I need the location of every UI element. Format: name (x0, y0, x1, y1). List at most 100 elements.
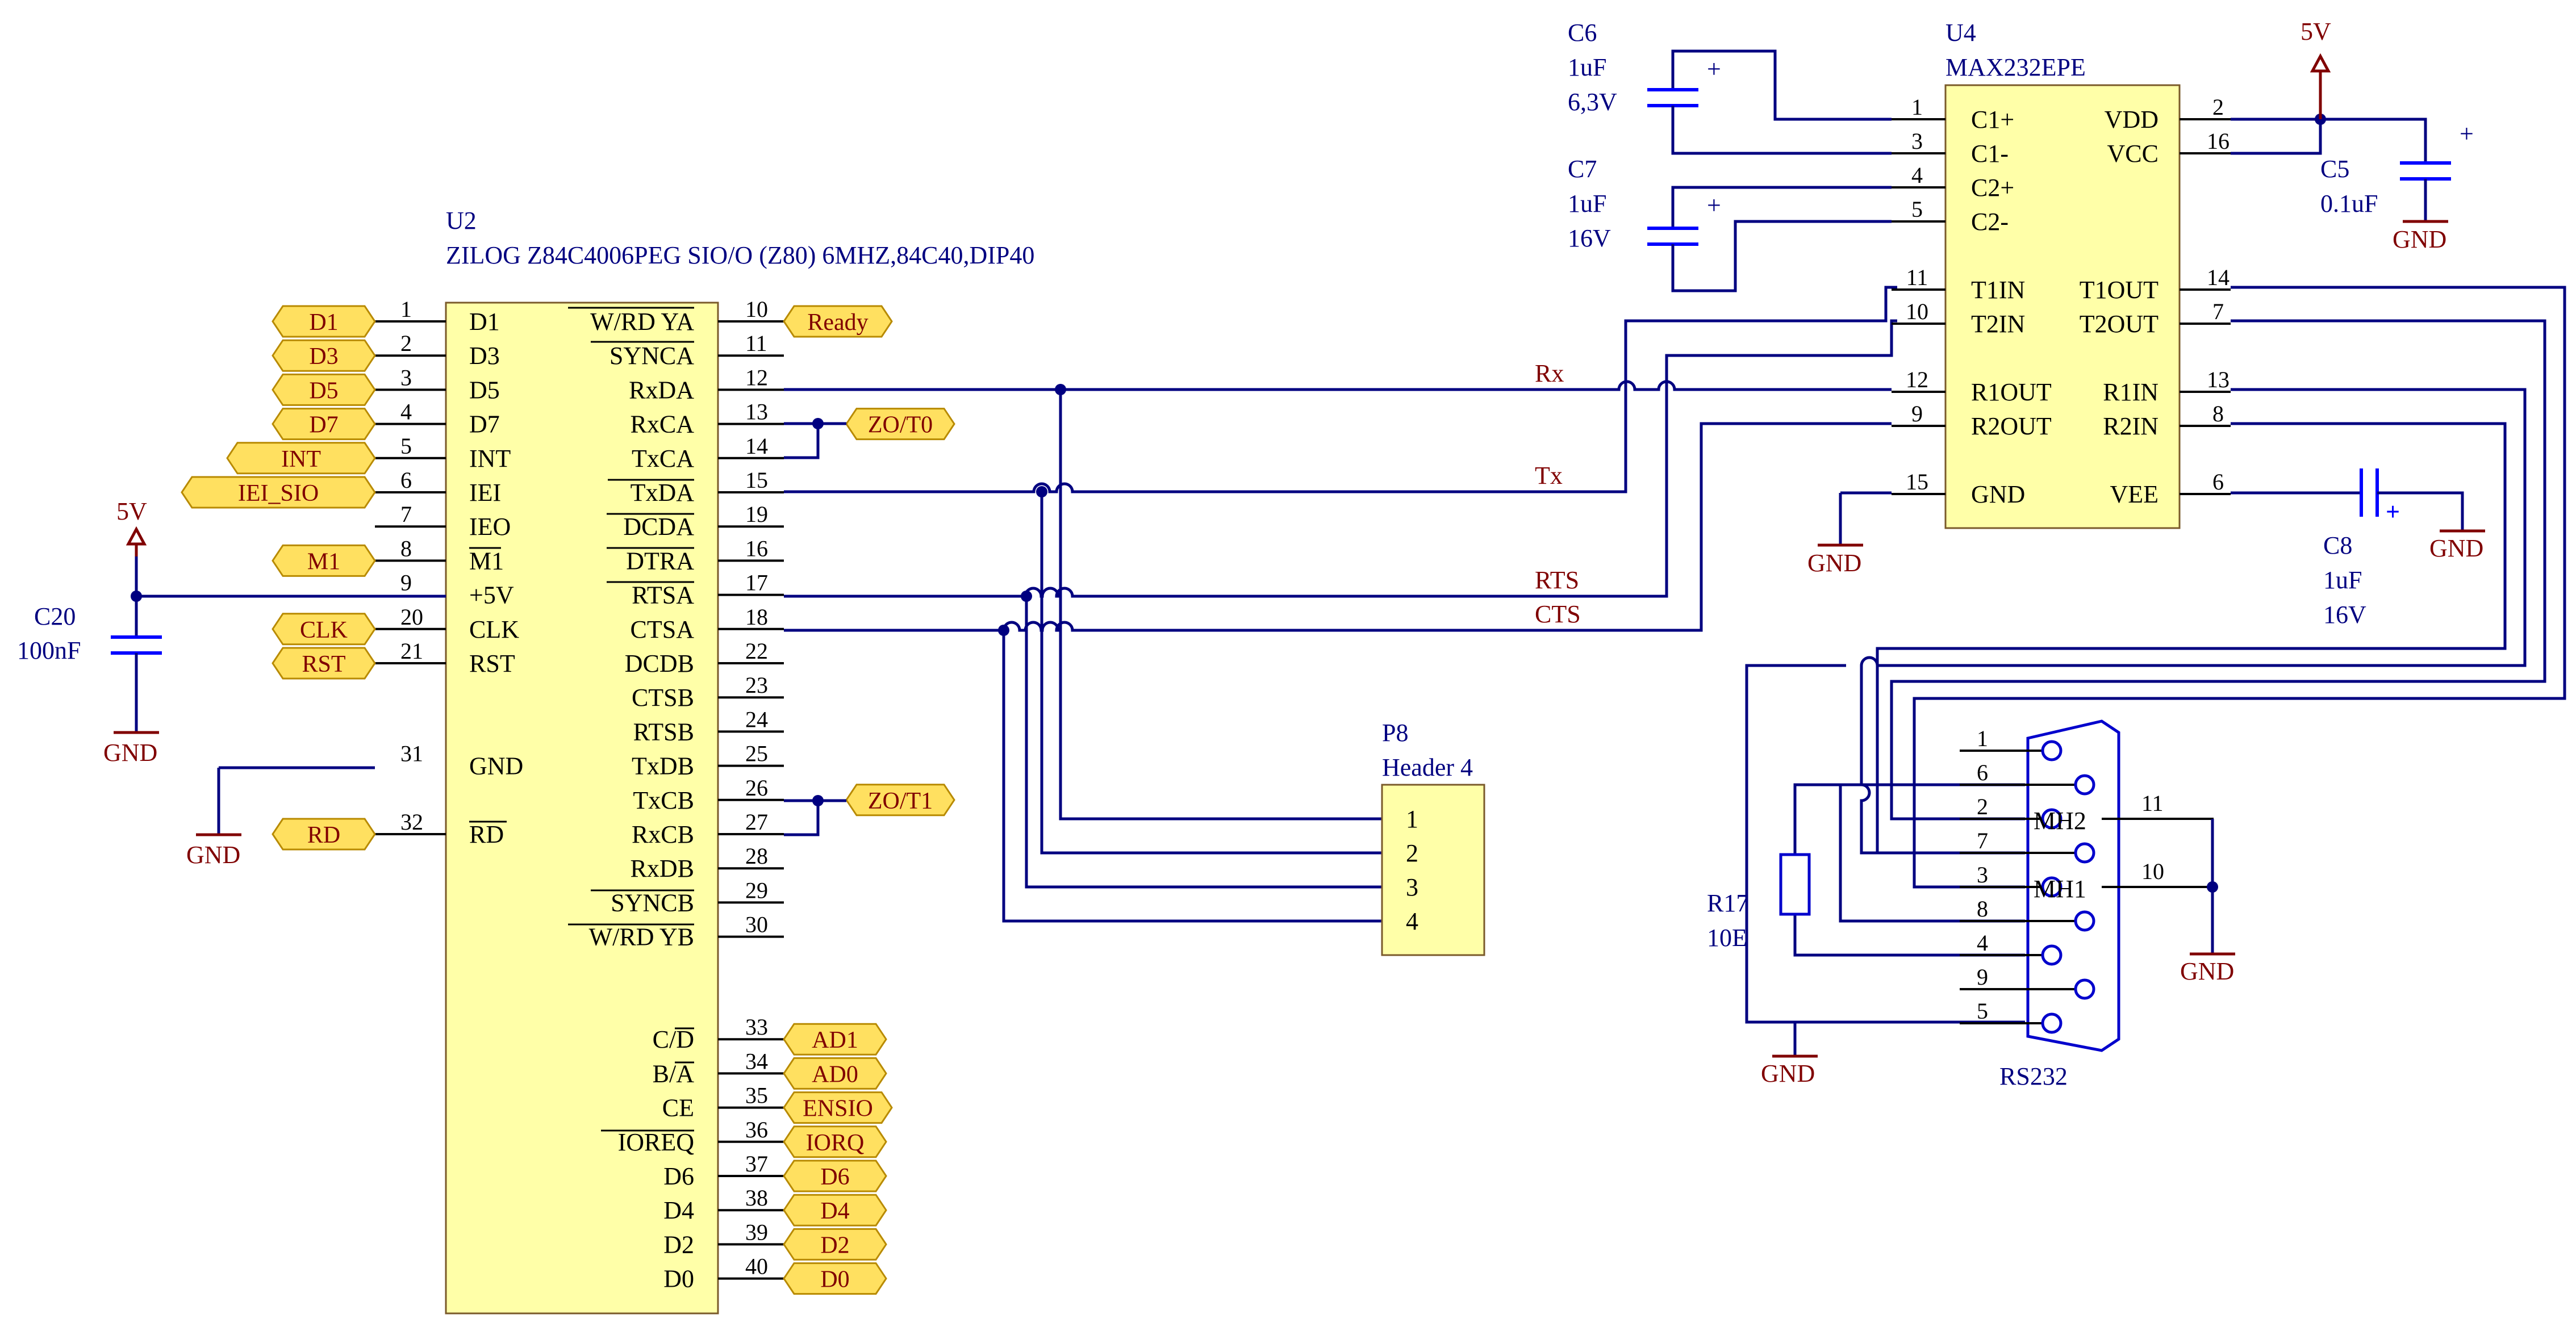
u2-pin-num: 39 (745, 1219, 768, 1245)
u2-pin-name: DCDB (625, 650, 694, 677)
port-d4: D4 (783, 1194, 887, 1227)
c7-rating: 16V (1568, 224, 1611, 252)
db9-pin-9: 9 (1960, 964, 2095, 1000)
p8-pin-1: 1 (1406, 805, 1418, 833)
u2-pin-num: 26 (745, 775, 768, 801)
u2-pin-num: 27 (745, 809, 768, 835)
u2-pin-num: 15 (745, 467, 768, 493)
c5-capacitor: + C5 0.1uF GND (2231, 114, 2474, 253)
u4-pin-name: R1IN (2103, 378, 2159, 406)
u2-pin-num: 10 (745, 296, 768, 322)
db9-pin-num: 3 (1977, 862, 1988, 888)
u2-pin-num: 32 (400, 809, 423, 835)
u2-pin-9: 9+5V (400, 570, 514, 609)
u2-pin-name: TxDA (631, 479, 695, 507)
u2-pin-name: M1 (469, 547, 504, 575)
mh1-num: 10 (2141, 859, 2164, 884)
port-rd: RD (272, 818, 376, 851)
serial-nets: Rx Tx RTS CTS (784, 286, 1897, 923)
u2-pin-name: D1 (469, 308, 500, 336)
r17-value: 10E (1707, 924, 1747, 952)
port-ensio: ENSIO (783, 1091, 893, 1124)
port-zo-t1: ZO/T1 (845, 784, 955, 817)
p8-pin-2: 2 (1406, 839, 1418, 867)
gnd-label-u4: GND (1807, 549, 1861, 577)
port-ad0: AD0 (783, 1057, 887, 1090)
net-tx: Tx (1535, 462, 1563, 489)
db9-pin-1: 1 (1960, 726, 2063, 761)
u2-pin-num: 6 (400, 467, 412, 493)
u4-pin-name: VDD (2105, 106, 2159, 133)
db9-pin-7: 7 (1960, 828, 2095, 864)
u2-pin-name: TxCA (632, 445, 694, 472)
gnd-label-c5: GND (2393, 225, 2446, 253)
port-d7-label: D7 (309, 412, 338, 438)
u4-pin-num: 12 (1906, 367, 1928, 392)
c8-capacitor: + GND C8 1uF 16V (2231, 468, 2485, 629)
port-clk: CLK (272, 613, 376, 646)
u2-ref: U2 (446, 207, 477, 235)
p8-header: P8 Header 4 1 2 3 4 (1381, 719, 1485, 956)
u2-pin-num: 2 (400, 330, 412, 356)
port-rst-label: RST (302, 651, 345, 677)
u2-pin-name: RxCA (631, 411, 695, 438)
p8-pin-3: 3 (1406, 873, 1418, 901)
u4-pin-name: R2IN (2103, 412, 2159, 440)
port-d0: D0 (783, 1262, 887, 1295)
u4-pin-num: 2 (2212, 94, 2224, 120)
u2-pin-num: 4 (400, 399, 412, 425)
c6-value: 1uF (1568, 53, 1606, 81)
u4-pin-2: 2 VDD (2105, 94, 2231, 133)
db9-pin-4: 4 (1960, 930, 2063, 966)
c8-value: 1uF (2323, 566, 2362, 594)
port-iei-sio: IEI_SIO (181, 476, 376, 509)
u2-pin-22: 22 DCDB (625, 638, 784, 677)
u2-pin-num: 7 (400, 501, 412, 527)
u4-pin-name: C2+ (1971, 174, 2014, 202)
u2-pin-name: IEO (469, 513, 511, 541)
u2-pin-name: B/A (653, 1060, 695, 1087)
u4-pin-num: 11 (1906, 265, 1928, 290)
u2-pin-num: 17 (745, 570, 768, 596)
port-zo-t0-label: ZO/T0 (868, 412, 933, 438)
u2-pin-name: INT (469, 445, 511, 472)
u2-pin-name: D0 (663, 1265, 694, 1293)
port-d7: D7 (272, 408, 376, 441)
port-ad0-label: AD0 (812, 1061, 858, 1087)
p8-body (1381, 784, 1485, 956)
u2-pin-num: 34 (745, 1048, 768, 1074)
u4-pin-name: R1OUT (1971, 378, 2052, 406)
c20-ref: C20 (34, 602, 76, 630)
port-rd-label: RD (307, 822, 340, 848)
u2-overbars (469, 307, 694, 1132)
port-d2: D2 (783, 1228, 887, 1261)
port-ready-label: Ready (807, 309, 868, 336)
u4-pin-name: C1+ (1971, 106, 2014, 133)
u2-pin-num: 22 (745, 638, 768, 664)
u4-pin-name: T1OUT (2080, 276, 2159, 304)
u2-pin-num: 37 (745, 1151, 768, 1177)
u2-pin-num: 38 (745, 1185, 768, 1211)
u4-pin-name: R2OUT (1971, 412, 2052, 440)
port-d3-label: D3 (309, 344, 338, 370)
u2-pin-33: 33C/D (653, 1014, 784, 1053)
port-m1: M1 (272, 544, 376, 577)
u4-body (1944, 84, 2181, 529)
